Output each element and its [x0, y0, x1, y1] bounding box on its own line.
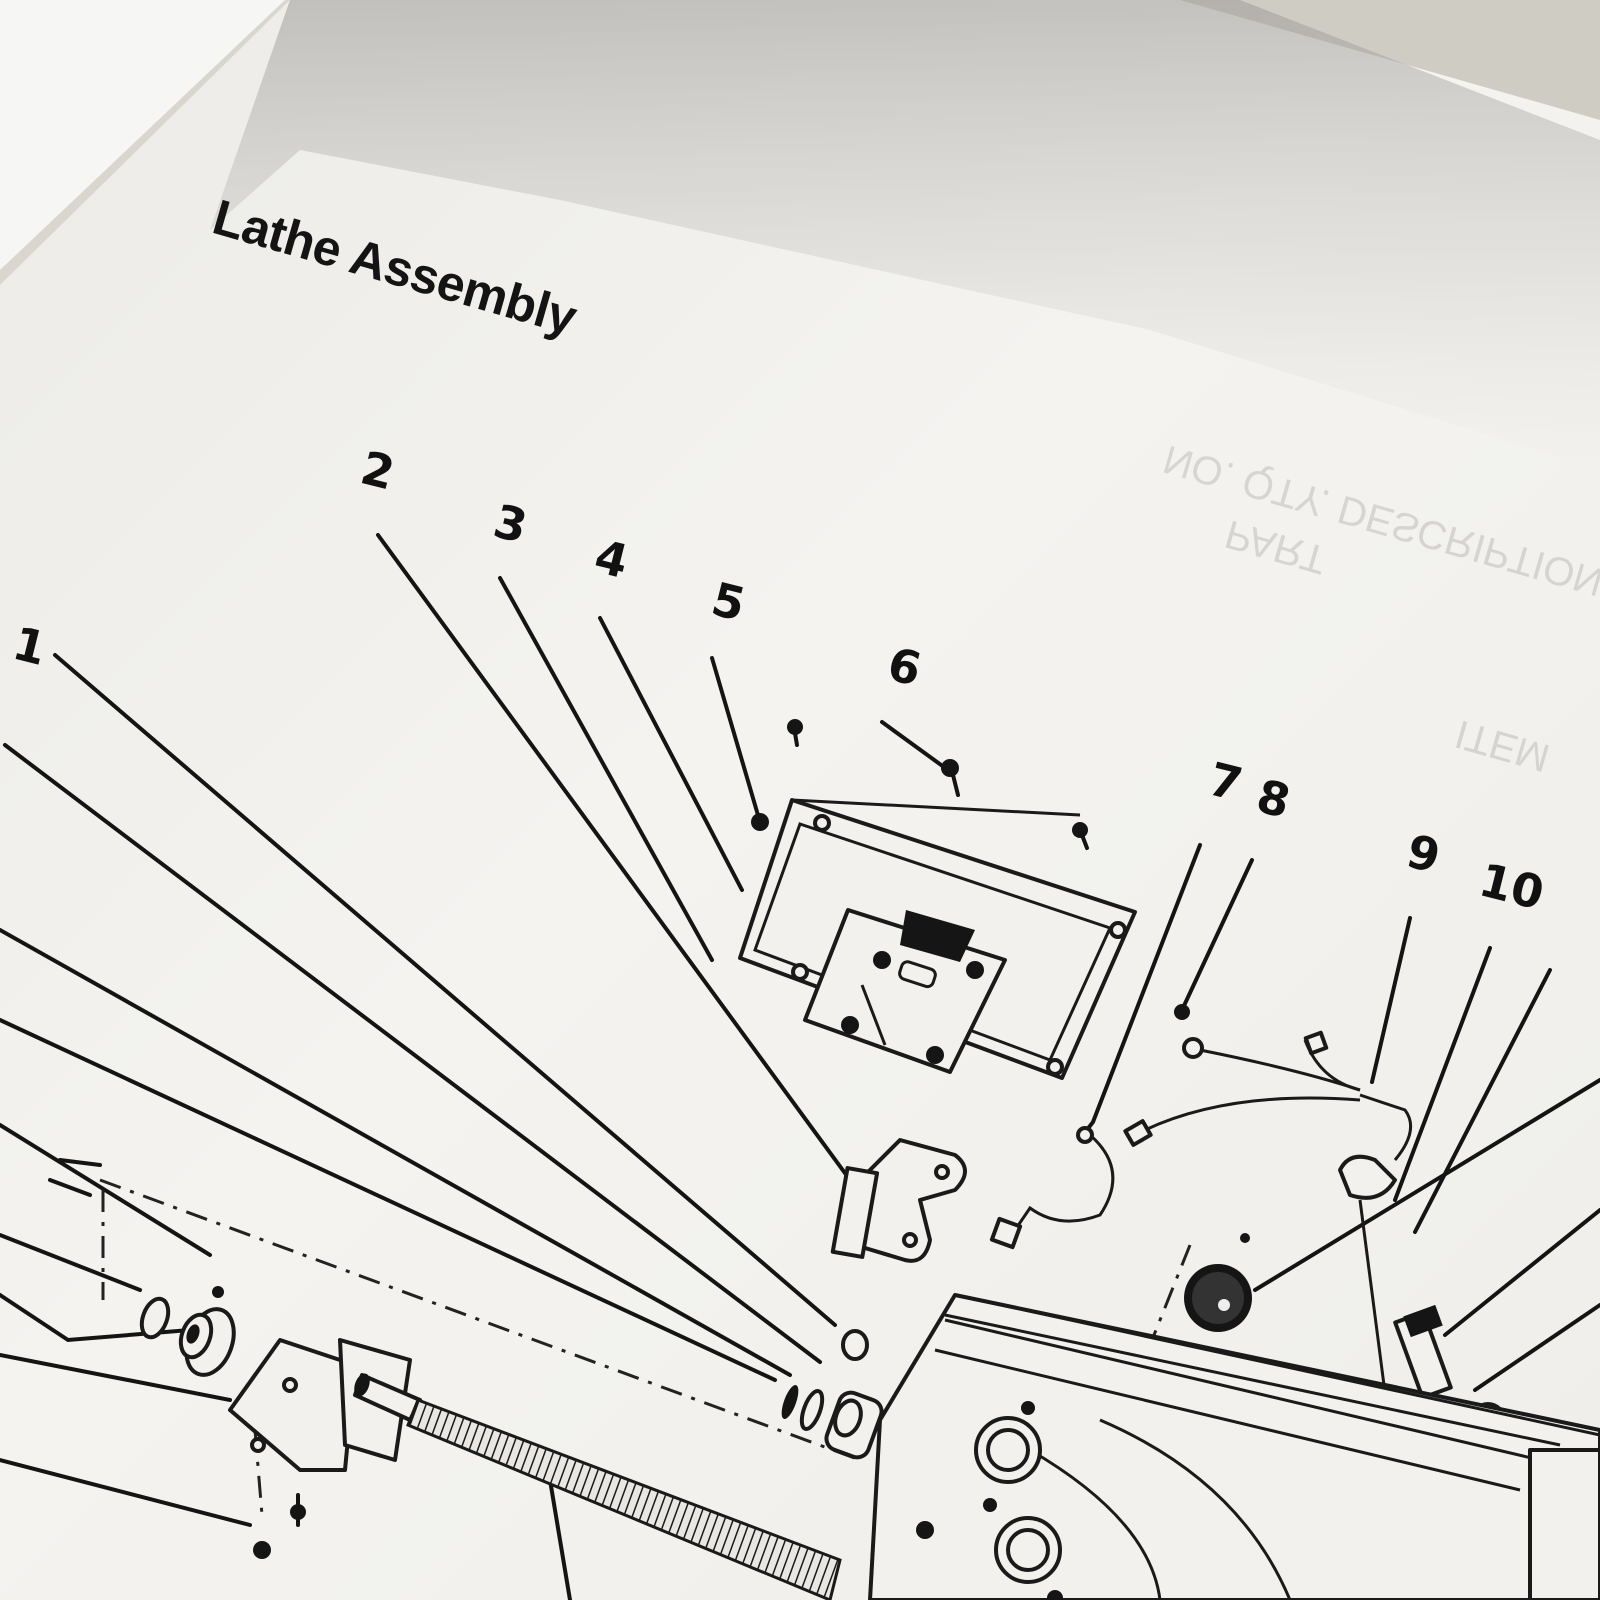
wiring: [989, 1004, 1413, 1471]
lead-screw: [353, 1373, 842, 1600]
collar-washers: [781, 1329, 884, 1460]
page-gray-band: [210, 0, 1600, 470]
screws: [751, 719, 1089, 850]
gear: [1184, 1233, 1252, 1332]
lathe-bed: [868, 1293, 1600, 1600]
switch-plate: [803, 908, 1007, 1074]
pulley-left: [48, 1158, 236, 1377]
left-bracket: [228, 1338, 412, 1559]
leader-lines: [0, 533, 1600, 1600]
back-page: [0, 0, 285, 270]
switch-bracket: [830, 1138, 967, 1263]
